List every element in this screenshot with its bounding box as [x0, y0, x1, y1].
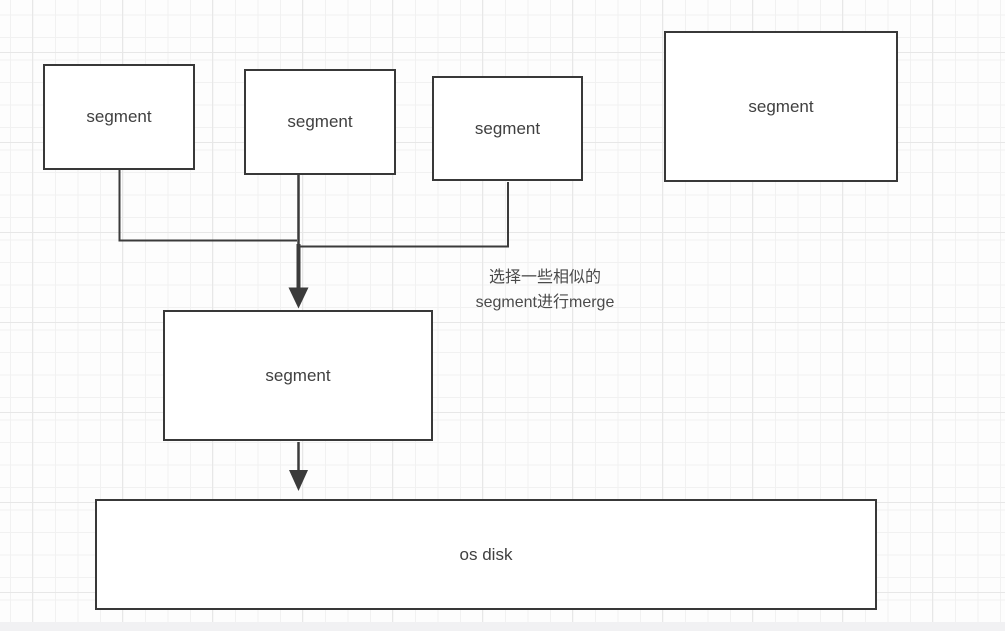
arrowhead-into-merged-segment — [288, 287, 309, 309]
arrowhead-into-osdisk — [289, 470, 308, 491]
connector-segment1-to-merge[interactable] — [118, 170, 298, 242]
segment-box-3[interactable]: segment — [432, 76, 583, 181]
segment-box-4-label: segment — [748, 96, 814, 116]
connector-segment3-to-merge[interactable] — [300, 182, 509, 248]
segment-box-4[interactable]: segment — [664, 31, 898, 182]
segment-box-2-label: segment — [287, 112, 353, 131]
horizontal-scrollbar-track[interactable] — [0, 622, 1005, 631]
segment-box-2[interactable]: segment — [244, 69, 396, 175]
os-disk-box[interactable]: os disk — [95, 499, 877, 610]
segment-box-1-label: segment — [86, 107, 152, 126]
os-disk-box-label: os disk — [459, 544, 513, 564]
merged-segment-box-label: segment — [265, 365, 331, 385]
merge-annotation-line2: segment进行merge — [475, 294, 615, 311]
segment-box-1[interactable]: segment — [43, 64, 195, 170]
merge-annotation[interactable]: 选择一些相似的 segment进行merge — [440, 265, 650, 315]
merged-segment-box[interactable]: segment — [163, 310, 433, 441]
merge-annotation-line1: 选择一些相似的 — [488, 269, 601, 286]
segment-box-3-label: segment — [474, 118, 541, 138]
